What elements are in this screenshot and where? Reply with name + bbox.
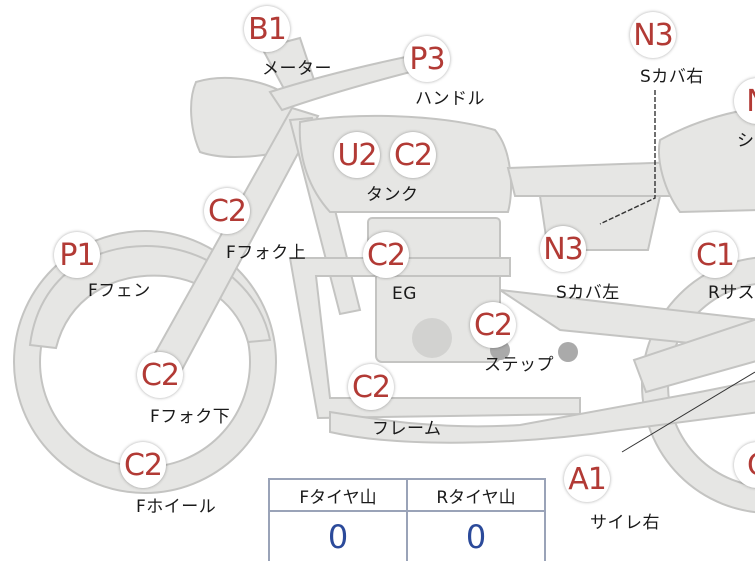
code-badge-engine[interactable]: C2 bbox=[363, 232, 409, 278]
label-seat: シ bbox=[737, 131, 755, 151]
code-badge-s-cover-left[interactable]: N3 bbox=[540, 226, 586, 272]
code-badge-handle[interactable]: P3 bbox=[404, 36, 450, 82]
front-tire-value[interactable]: 0 bbox=[268, 510, 408, 561]
label-s-cover-right: Sカバ右 bbox=[640, 67, 704, 87]
code-badge-r-wheel[interactable]: C bbox=[734, 442, 755, 488]
label-engine: EG bbox=[392, 284, 417, 304]
front-tire-header: Fタイヤ山 bbox=[268, 478, 408, 512]
label-handle: ハンドル bbox=[415, 89, 485, 109]
code-badge-s-cover-right[interactable]: N3 bbox=[630, 12, 676, 58]
rear-tire-header: Rタイヤ山 bbox=[406, 478, 546, 512]
code-badge-step[interactable]: C2 bbox=[470, 302, 516, 348]
label-r-suspension: Rサス bbox=[708, 283, 755, 303]
rear-tire-value[interactable]: 0 bbox=[406, 510, 546, 561]
code-badge-tank-c2[interactable]: C2 bbox=[390, 132, 436, 178]
code-badge-f-fender[interactable]: P1 bbox=[54, 232, 100, 278]
code-badge-frame[interactable]: C2 bbox=[348, 364, 394, 410]
headlight-shape bbox=[190, 76, 293, 158]
code-badge-seat[interactable]: N bbox=[734, 78, 755, 124]
frame-shape bbox=[288, 257, 581, 420]
label-meter: メーター bbox=[262, 59, 332, 79]
label-silencer-right: サイレ右 bbox=[590, 513, 660, 533]
code-badge-f-wheel[interactable]: C2 bbox=[120, 442, 166, 488]
label-f-fork-upper: Fフォク上 bbox=[226, 243, 307, 263]
label-s-cover-left: Sカバ左 bbox=[556, 283, 620, 303]
code-badge-meter[interactable]: B1 bbox=[244, 6, 290, 52]
code-badge-f-fork-lower[interactable]: C2 bbox=[137, 352, 183, 398]
label-tank: タンク bbox=[366, 185, 419, 205]
label-step: ステップ bbox=[484, 355, 554, 375]
label-frame: フレーム bbox=[372, 419, 442, 439]
code-badge-tank-u2[interactable]: U2 bbox=[334, 132, 380, 178]
tire-tread-table: Fタイヤ山 Rタイヤ山 0 0 bbox=[268, 478, 546, 561]
code-badge-silencer-right[interactable]: A1 bbox=[564, 456, 610, 502]
label-f-fork-lower: Fフォク下 bbox=[150, 407, 231, 427]
code-badge-r-suspension[interactable]: C1 bbox=[692, 232, 738, 278]
code-badge-f-fork-upper[interactable]: C2 bbox=[204, 188, 250, 234]
seat-shape bbox=[658, 107, 755, 214]
label-f-fender: Fフェン bbox=[88, 281, 151, 301]
label-f-wheel: Fホイール bbox=[136, 497, 217, 517]
